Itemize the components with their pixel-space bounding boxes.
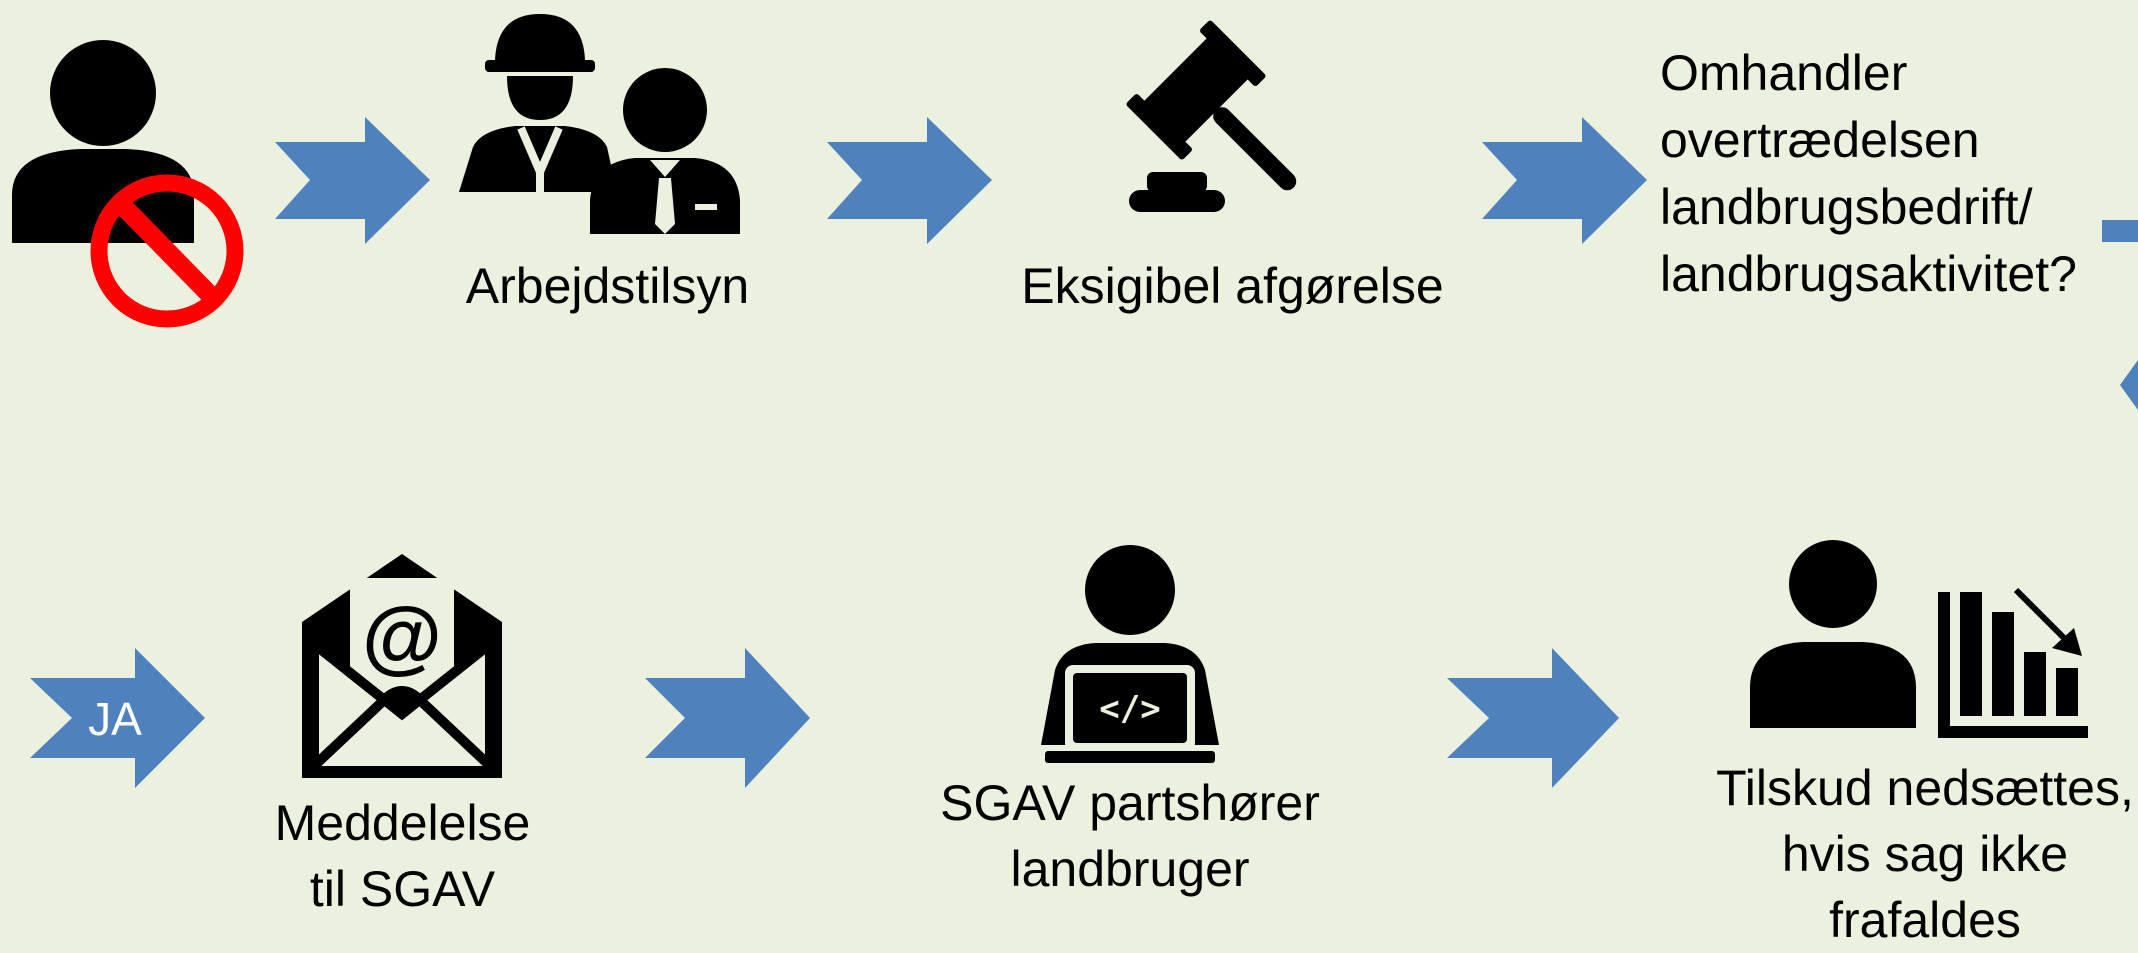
question-label: Omhandler overtrædelsen landbrugsbedrift… [1660,45,2077,302]
email-envelope-icon: @ [302,554,502,778]
afgoerelse-label: Eksigibel afgørelse [1021,258,1444,314]
arrow-1 [275,117,430,244]
ja-arrow [30,648,205,788]
connector-right-stub [2102,220,2138,242]
prohibited-person-icon [12,40,244,328]
arbejdstilsyn-label: Arbejdstilsyn [465,258,750,314]
meddelelse-label: Meddelelse til SGAV [274,795,531,917]
svg-text:</>: </> [1099,689,1160,729]
arrow-2 [827,117,992,244]
partshoering-label: SGAV partshører landbruger [940,775,1320,897]
tilskud-label: Tilskud nedsættes, hvis sag ikke frafald… [1716,760,2134,948]
arrow-5 [1447,648,1619,788]
arrow-4 [645,648,810,788]
ja-label: JA [88,693,142,745]
svg-text:@: @ [362,591,442,682]
gavel-icon [1126,20,1297,212]
person-declining-chart-icon [1750,540,2088,738]
programmer-laptop-icon: </> [1041,545,1219,763]
connector-right-arrowhead [2120,360,2138,410]
arrow-3 [1482,117,1647,244]
workers-icon [459,14,740,234]
